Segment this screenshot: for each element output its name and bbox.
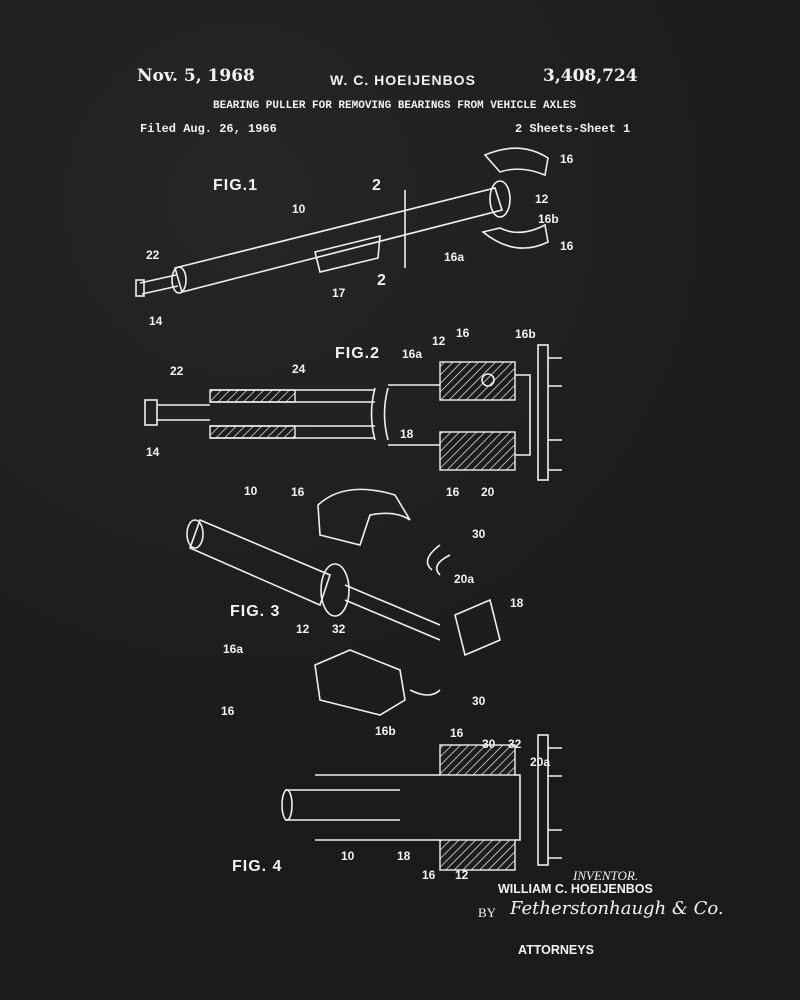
ref-label: 18 (400, 427, 414, 441)
ref-label: 10 (341, 849, 355, 863)
figure-1: FIG.1 10 2 2 22 14 17 16 12 16b 16a 16 (135, 147, 574, 328)
ref-label: 2 (372, 177, 382, 194)
bearing-half-upper (483, 147, 549, 177)
patent-title: BEARING PULLER FOR REMOVING BEARINGS FRO… (213, 100, 577, 112)
ref-label: 16 (456, 326, 470, 340)
ref-label: 30 (472, 527, 486, 541)
ref-label: 16 (291, 485, 305, 499)
filed-date: Filed Aug. 26, 1966 (140, 122, 277, 136)
inventor-label: INVENTOR. (573, 868, 639, 883)
ref-label: 16b (515, 327, 536, 341)
bearing-half-lower (481, 223, 549, 249)
puller-tube (173, 187, 504, 293)
inventor-name: WILLIAM C. HOEIJENBOS (498, 882, 653, 896)
ref-label: 12 (535, 192, 549, 206)
ref-label: 32 (508, 737, 522, 751)
ref-label: 16 (560, 152, 574, 166)
ref-label: 10 (292, 202, 306, 216)
ref-label: 22 (146, 248, 160, 262)
ref-label: 18 (510, 596, 524, 610)
ref-label: 16 (450, 726, 464, 740)
fig1-title: FIG.1 (213, 177, 258, 194)
ref-label: 2 (377, 272, 387, 289)
ref-label: 16 (221, 704, 235, 718)
ref-label: 16a (223, 642, 243, 656)
ref-label: 16 (560, 239, 574, 253)
ref-label: 16a (402, 347, 422, 361)
ref-label: 16b (375, 724, 396, 738)
patent-date: Nov. 5, 1968 (137, 66, 255, 86)
figure-3: 10 16 30 20a 18 FIG. 3 12 32 16a 16 16b … (186, 484, 524, 738)
inventor-short: W. C. HOEIJENBOS (330, 72, 476, 88)
ref-label: 12 (455, 868, 469, 882)
ref-label: 10 (244, 484, 258, 498)
ref-label: 24 (292, 362, 306, 376)
ref-label: 17 (332, 286, 346, 300)
fig4-title: FIG. 4 (232, 858, 282, 875)
fig3-title: FIG. 3 (230, 603, 280, 620)
ref-label: 22 (170, 364, 184, 378)
attorney-signature: Fetherstonhaugh & Co. (510, 898, 724, 919)
ref-label: 16 (446, 485, 460, 499)
ref-label: 16b (538, 212, 559, 226)
fig2-title: FIG.2 (335, 345, 380, 362)
ref-label: 14 (149, 314, 163, 328)
sheet-count: 2 Sheets-Sheet 1 (515, 122, 631, 136)
ref-label: 20a (454, 572, 474, 586)
ref-label: 14 (146, 445, 160, 459)
ref-label: 20 (481, 485, 495, 499)
ref-label: 16a (444, 250, 464, 264)
patent-number: 3,408,724 (543, 66, 638, 86)
by-label: BY (478, 905, 497, 920)
attorneys-label: ATTORNEYS (518, 943, 594, 957)
ref-label: 18 (397, 849, 411, 863)
figure-2: FIG.2 22 24 14 12 16 16a 16b 18 16 20 (144, 326, 562, 499)
ref-label: 30 (472, 694, 486, 708)
ref-label: 16 (422, 868, 436, 882)
ref-label: 20a (530, 755, 550, 769)
figure-4: 16 30 32 20a 10 18 16 12 FIG. 4 (232, 726, 562, 882)
ref-label: 32 (332, 622, 346, 636)
ref-label: 12 (432, 334, 446, 348)
ref-label: 30 (482, 737, 496, 751)
ref-label: 12 (296, 622, 310, 636)
